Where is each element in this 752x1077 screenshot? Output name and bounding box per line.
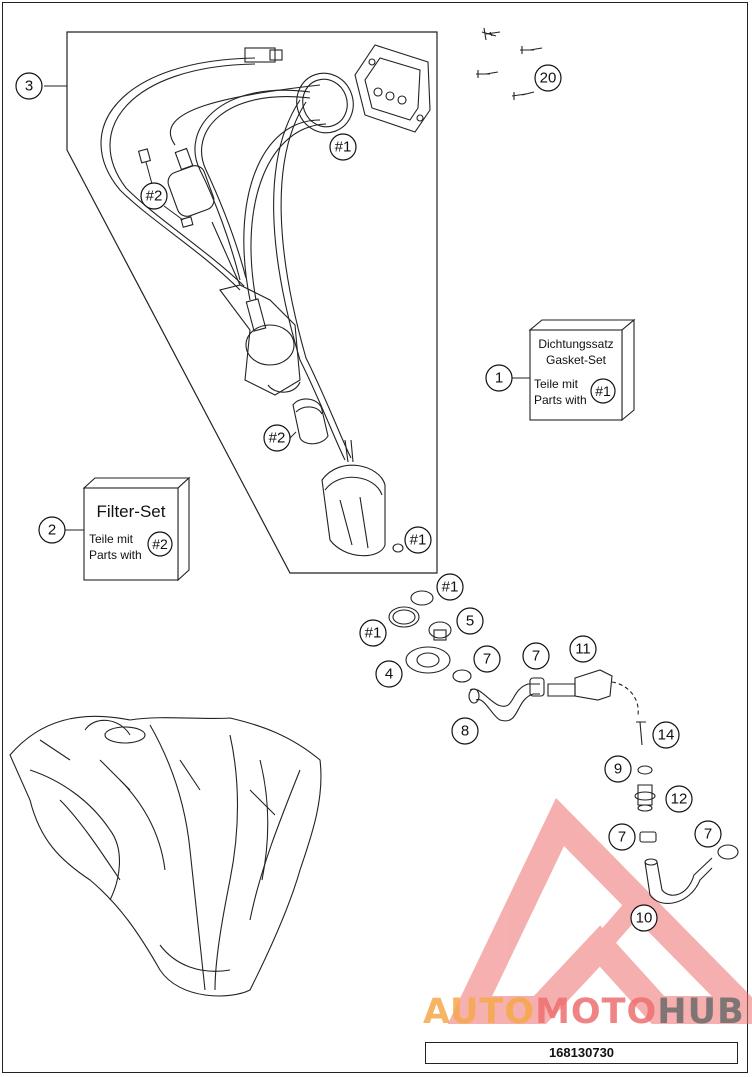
o-ring-9 (637, 765, 653, 775)
filter-box-line2: Parts with (89, 548, 142, 562)
svg-text:10: 10 (636, 910, 653, 927)
tank-flange-parts (388, 590, 739, 904)
callout-9: 9 (604, 755, 632, 783)
callout-hash1-b: #1 (404, 526, 432, 554)
svg-text:12: 12 (671, 791, 688, 808)
svg-text:#2: #2 (269, 430, 286, 447)
callout-14: 14 (652, 721, 680, 749)
gasket-box-line2: Gasket-Set (546, 353, 607, 367)
electrical-connector (244, 47, 276, 63)
svg-text:#1: #1 (410, 532, 427, 549)
watermark-logo (447, 797, 752, 1024)
watermark-part3: HUB (657, 992, 745, 1032)
fuel-pump-motor (321, 464, 386, 557)
callout-5: 5 (456, 607, 484, 635)
hose-clamp-7a (452, 669, 472, 683)
svg-text:7: 7 (483, 651, 491, 668)
svg-text:11: 11 (575, 641, 591, 658)
small-o-ring (392, 543, 404, 553)
hose-clamp-7b (529, 677, 545, 697)
document-number: 168130730 (425, 1042, 738, 1064)
callout-hash2-b: #2 (263, 424, 291, 452)
svg-text:4: 4 (385, 666, 393, 683)
callout-20: 20 (534, 64, 562, 92)
gasket-box-line3: Teile mit (534, 377, 579, 391)
callout-7-d: 7 (694, 820, 722, 848)
svg-text:7: 7 (532, 648, 540, 665)
inline-filter (167, 165, 215, 217)
screws-20 (476, 27, 543, 100)
filter-box-line1: Teile mit (89, 532, 134, 546)
hose-clamp-7c (639, 831, 657, 843)
leader-lines (44, 85, 530, 531)
svg-text:7: 7 (704, 826, 712, 843)
callout-8: 8 (451, 717, 479, 745)
svg-text:9: 9 (614, 761, 622, 778)
svg-text:1: 1 (495, 370, 503, 387)
callout-hash1-c: #1 (436, 573, 464, 601)
hose-clamp-7d (717, 844, 739, 860)
hose-long (273, 99, 346, 461)
svg-text:#1: #1 (365, 625, 382, 642)
hose-return (169, 84, 321, 146)
svg-text:2: 2 (48, 522, 56, 539)
callout-4: 4 (375, 660, 403, 688)
filter-box-ref: #2 (152, 536, 168, 552)
fuel-tank (9, 715, 322, 997)
pump-flange (354, 44, 431, 133)
callout-3: 3 (15, 72, 43, 100)
watermark-text: AUTOMOTOHUB (423, 992, 745, 1032)
callout-hash1-d: #1 (359, 619, 387, 647)
quick-coupling-11 (574, 669, 613, 701)
svg-text:#1: #1 (442, 579, 459, 596)
callout-hash2-a: #2 (140, 182, 168, 210)
assembly-3-outline (66, 31, 438, 574)
gasket-set-box: Dichtungssatz Gasket-Set Teile mit Parts… (528, 318, 636, 422)
callout-7-c: 7 (608, 823, 636, 851)
hose-left (100, 57, 256, 291)
part-5 (428, 621, 452, 639)
hose-8 (469, 683, 540, 707)
watermark-part1: AUTO (423, 992, 536, 1032)
svg-text:3: 3 (25, 78, 33, 95)
callout-12: 12 (665, 785, 693, 813)
o-ring-lower (388, 606, 420, 628)
svg-text:#2: #2 (146, 188, 163, 205)
svg-text:14: 14 (658, 727, 675, 744)
pump-body (219, 284, 301, 396)
svg-text:5: 5 (466, 613, 474, 630)
screw-14 (636, 721, 646, 746)
gasket-box-line4: Parts with (534, 393, 587, 407)
callout-hash1-a: #1 (329, 133, 357, 161)
top-gasket-ring (296, 72, 354, 134)
svg-text:8: 8 (461, 723, 469, 740)
callout-11: 11 (569, 635, 597, 663)
svg-text:7: 7 (618, 829, 626, 846)
flange-nut-4 (405, 646, 451, 674)
fuel-pump-assembly (100, 44, 431, 557)
callout-7-b: 7 (522, 642, 550, 670)
pump-sleeve (292, 398, 329, 445)
callout-2: 2 (38, 516, 66, 544)
hose-mid (194, 89, 311, 281)
filter-box-title: Filter-Set (97, 502, 166, 521)
hose-10 (644, 861, 713, 904)
hose-right (243, 119, 321, 301)
callout-7-a: 7 (473, 645, 501, 673)
o-ring-upper (410, 590, 434, 606)
filter-set-box: Filter-Set Teile mit Parts with #2 (82, 476, 191, 582)
gasket-box-line1: Dichtungssatz (538, 337, 613, 351)
watermark-part2: MOTO (535, 992, 658, 1032)
fitting-12 (637, 784, 653, 806)
gasket-box-ref: #1 (595, 383, 611, 399)
callout-10: 10 (630, 904, 658, 932)
svg-text:#1: #1 (335, 139, 352, 156)
svg-text:20: 20 (540, 70, 557, 87)
callout-1: 1 (485, 364, 513, 392)
